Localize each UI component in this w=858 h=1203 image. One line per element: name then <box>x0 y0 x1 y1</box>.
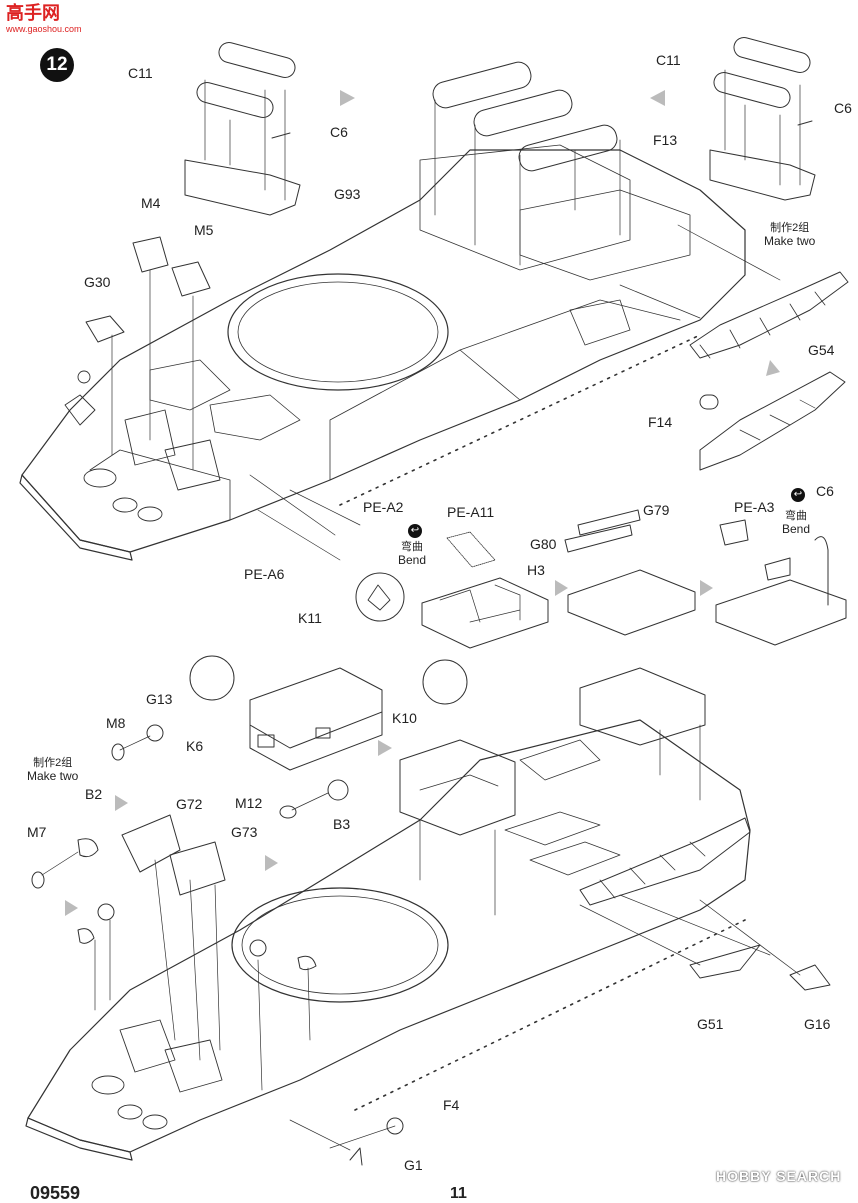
label-b2: B2 <box>85 786 103 802</box>
label-k10: K10 <box>392 710 417 726</box>
direction-arrows <box>65 90 780 916</box>
label-m8: M8 <box>106 715 126 731</box>
label-f4: F4 <box>443 1097 460 1113</box>
label-g93: G93 <box>334 186 361 202</box>
make-two-b-cn: 制作2组 <box>33 757 73 769</box>
label-c11-b: C11 <box>656 52 681 68</box>
label-g79: G79 <box>643 502 670 518</box>
side-armor-upper <box>689 271 849 471</box>
label-c6-b: C6 <box>834 100 852 116</box>
label-m4: M4 <box>141 195 161 211</box>
bend-icon-a: ↩ <box>408 524 422 538</box>
bend-a-cn: 弯曲 <box>401 541 424 553</box>
upper-hull-top <box>19 144 746 561</box>
label-g16: G16 <box>804 1016 831 1032</box>
label-k6: K6 <box>186 738 204 754</box>
label-f14: F14 <box>648 414 673 430</box>
label-bend-b: 弯曲 Bend <box>782 510 810 536</box>
label-g51: G51 <box>697 1016 724 1032</box>
make-two-a-en: Make two <box>764 234 816 248</box>
step-number-badge: 12 <box>40 48 74 82</box>
label-m5: M5 <box>194 222 214 238</box>
label-bend-a: 弯曲 Bend <box>398 541 426 567</box>
label-g13: G13 <box>146 691 173 707</box>
label-g72: G72 <box>176 796 203 812</box>
label-g30: G30 <box>84 274 111 290</box>
label-g54: G54 <box>808 342 835 358</box>
upper-stowage-parts <box>85 36 816 343</box>
label-f13: F13 <box>653 132 678 148</box>
label-c11-a: C11 <box>128 65 153 81</box>
label-g1: G1 <box>404 1157 423 1173</box>
k6-box <box>111 655 468 771</box>
bend-icon-b: ↩ <box>791 488 805 502</box>
bend-b-en: Bend <box>782 522 811 536</box>
lower-parts <box>31 779 831 1166</box>
label-c6-a: C6 <box>330 124 348 140</box>
site-logo-url: www.gaoshou.com <box>6 24 82 34</box>
page-number: 11 <box>450 1185 467 1202</box>
label-g73: G73 <box>231 824 258 840</box>
middle-subassemblies <box>355 509 847 649</box>
bend-b-cn: 弯曲 <box>785 510 808 522</box>
make-two-b-en: Make two <box>27 769 79 783</box>
label-make-two-b: 制作2组 Make two <box>27 757 78 783</box>
label-pe-a2: PE-A2 <box>363 499 404 515</box>
bend-a-en: Bend <box>398 553 427 567</box>
label-h3: H3 <box>527 562 545 578</box>
label-m12: M12 <box>235 795 263 811</box>
label-c6-c: C6 <box>816 483 834 499</box>
label-k11: K11 <box>298 610 322 626</box>
site-logo: 高手网 <box>6 3 60 23</box>
label-pe-a3: PE-A3 <box>734 499 775 515</box>
watermark: HOBBY SEARCH <box>716 1168 842 1184</box>
kit-number: 09559 <box>30 1183 81 1203</box>
label-pe-a11: PE-A11 <box>447 504 495 520</box>
lower-hull <box>25 667 751 1161</box>
label-g80: G80 <box>530 536 557 552</box>
label-pe-a6: PE-A6 <box>244 566 285 582</box>
label-make-two-a: 制作2组 Make two <box>764 222 815 248</box>
label-m7: M7 <box>27 824 47 840</box>
upper-leader-lines <box>111 69 801 561</box>
lower-leader-lines <box>41 724 801 1151</box>
label-b3: B3 <box>333 816 351 832</box>
make-two-a-cn: 制作2组 <box>770 222 810 234</box>
